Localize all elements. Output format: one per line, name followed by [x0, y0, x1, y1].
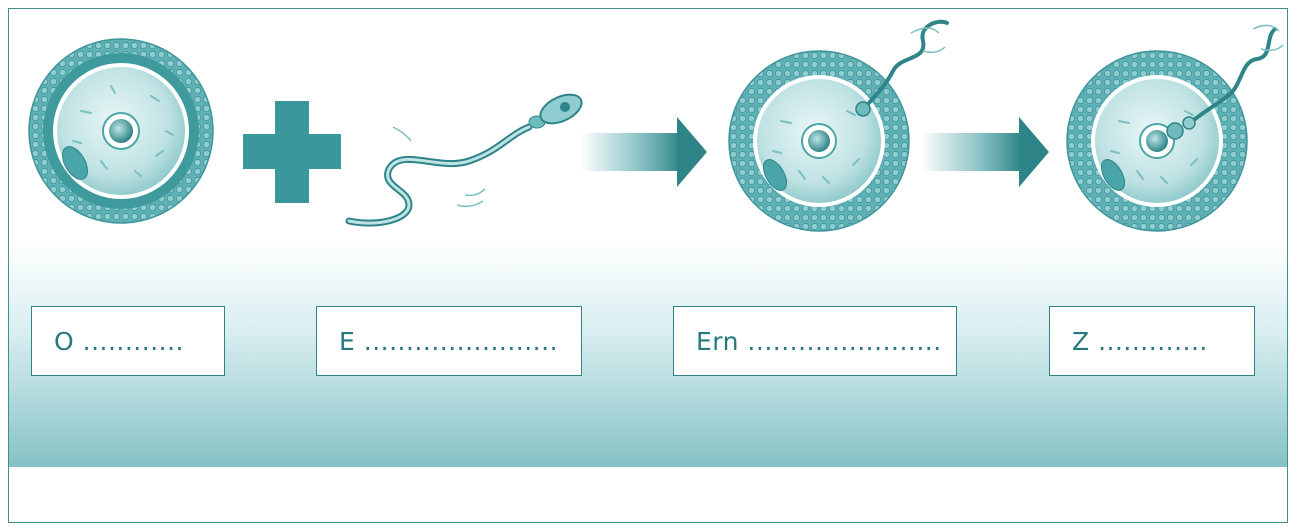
label-fertilization: Ern .......................	[696, 327, 942, 356]
label-box-zygote[interactable]: Z .............	[1049, 306, 1255, 376]
zygote-icon	[1067, 25, 1283, 231]
label-zygote: Z .............	[1072, 327, 1208, 356]
label-box-oocyte[interactable]: O ............	[31, 306, 225, 376]
label-sperm: E .......................	[339, 327, 558, 356]
arrow-right-icon	[581, 117, 707, 187]
arrow-right-icon	[921, 117, 1049, 187]
label-oocyte: O ............	[54, 327, 184, 356]
fertilized-egg-icon	[729, 22, 947, 231]
fertilization-illustration	[9, 9, 1288, 249]
plus-icon	[243, 101, 341, 203]
sperm-icon	[349, 89, 586, 223]
label-box-sperm[interactable]: E .......................	[316, 306, 582, 376]
diagram-frame: O ............ E .......................…	[8, 8, 1288, 523]
oocyte-icon	[29, 39, 213, 223]
label-box-fertilization[interactable]: Ern .......................	[673, 306, 957, 376]
